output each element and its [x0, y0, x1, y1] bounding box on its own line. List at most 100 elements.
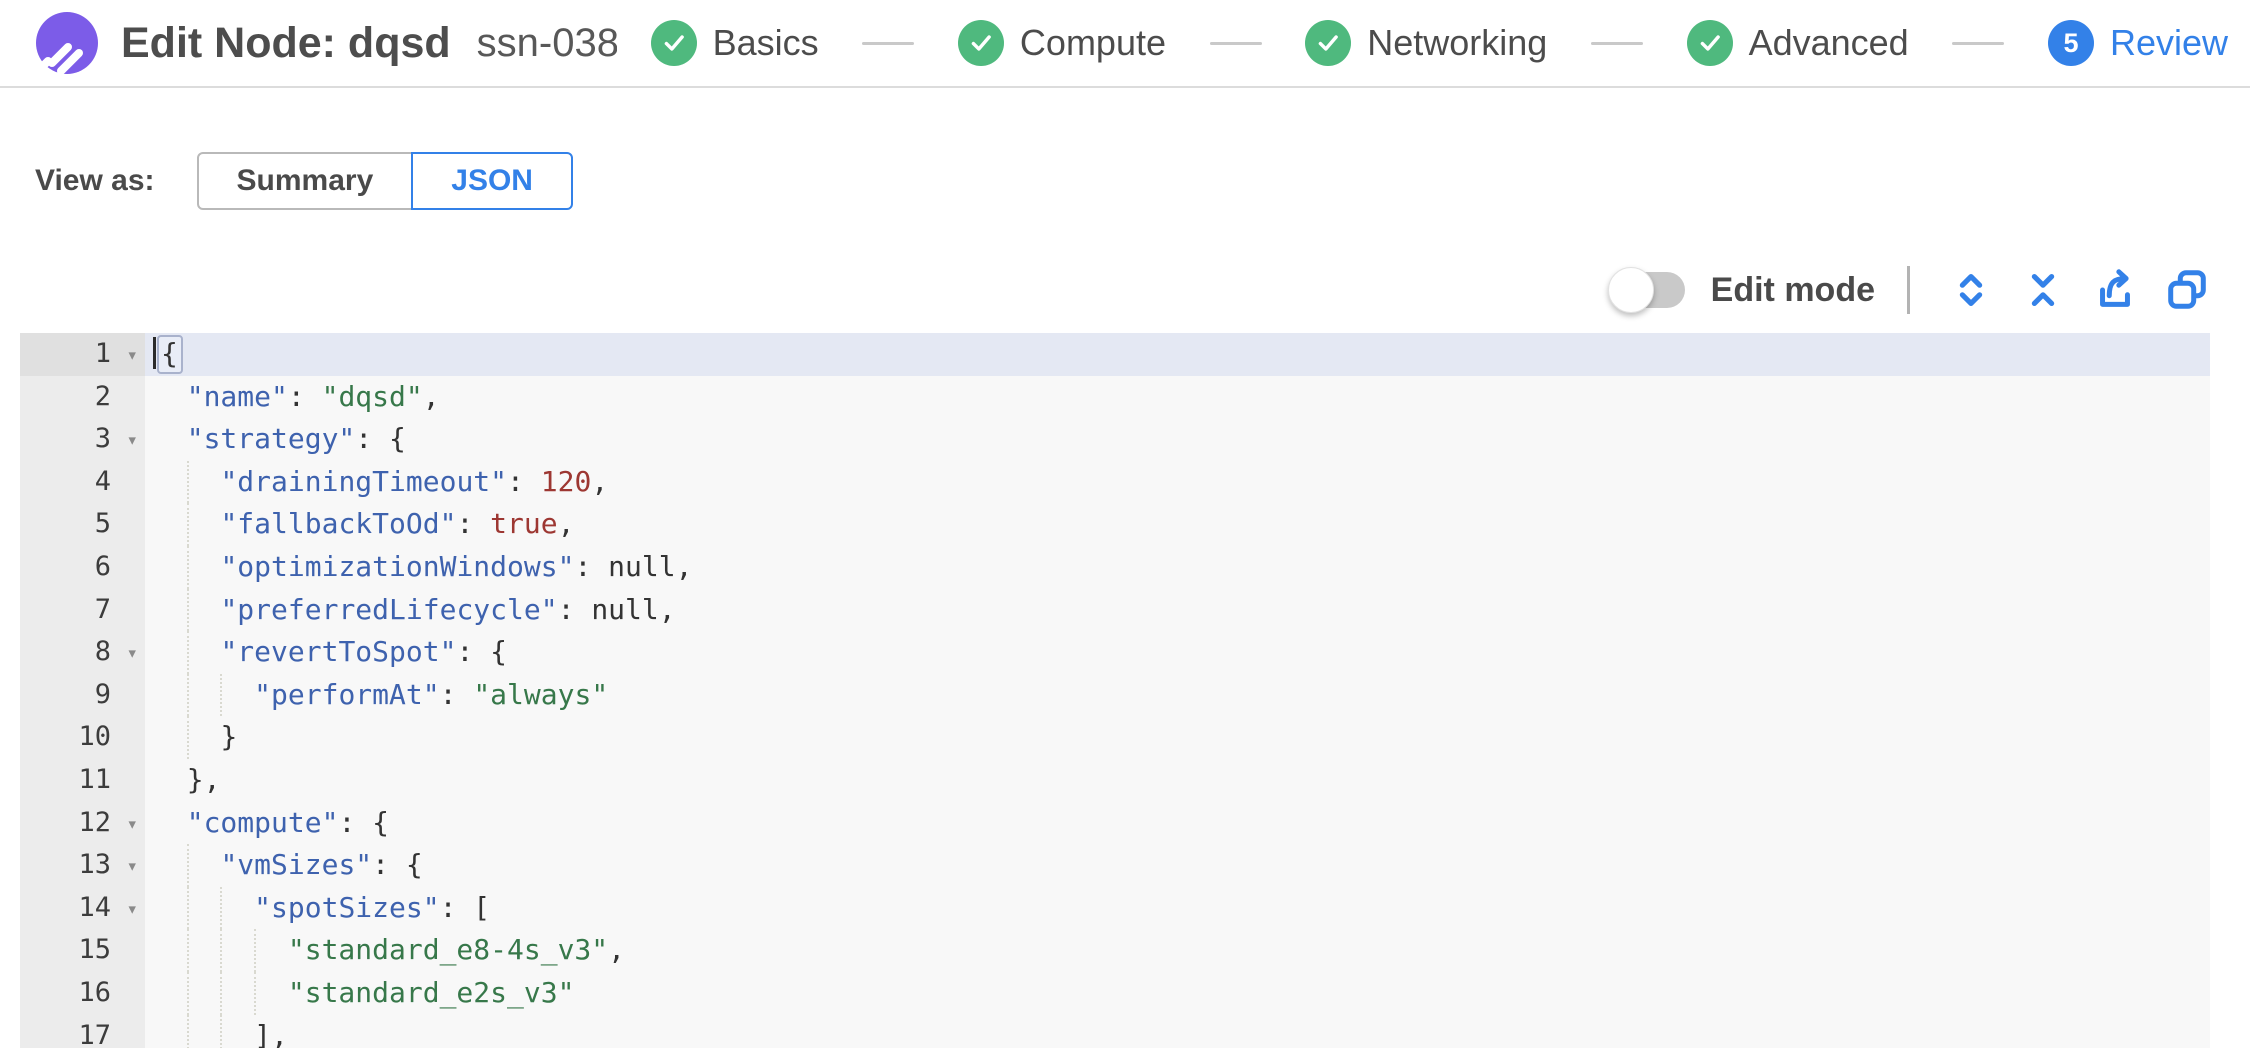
- line-number: 15: [20, 929, 145, 972]
- code-content[interactable]: "preferredLifecycle": null,: [145, 588, 2210, 632]
- code-line: 11 },: [20, 758, 2210, 802]
- code-content[interactable]: "standard_e2s_v3": [145, 971, 2210, 1015]
- line-number: 2: [20, 375, 145, 419]
- check-icon: [957, 20, 1004, 66]
- code-content[interactable]: "strategy": {: [186, 422, 406, 456]
- code-line: 6 "optimizationWindows": null,: [20, 545, 2210, 589]
- line-number: 4: [20, 460, 145, 504]
- line-number: 11: [20, 758, 145, 802]
- editor-toolbar: Edit mode: [1607, 262, 2210, 318]
- indent-guide: [186, 1014, 189, 1048]
- indent-guide: [220, 1014, 223, 1048]
- step-connector: [862, 41, 915, 45]
- code-content[interactable]: "vmSizes": {: [145, 844, 2210, 887]
- check-icon: [650, 20, 697, 66]
- indent-guide: [220, 929, 223, 972]
- code-line: 17 ],: [20, 1014, 2210, 1048]
- copy-icon[interactable]: [2164, 267, 2210, 313]
- step-label: Basics: [712, 22, 819, 63]
- export-icon[interactable]: [2092, 267, 2138, 313]
- indent-guide: [220, 673, 223, 717]
- fold-arrow-icon[interactable]: ▾: [126, 344, 138, 366]
- indent-guide: [186, 886, 189, 930]
- code-line: 10 }: [20, 716, 2210, 759]
- line-number: 7: [20, 588, 145, 632]
- indent-guide: [254, 971, 257, 1015]
- line-number: 17: [20, 1014, 145, 1048]
- code-content[interactable]: "revertToSpot": {: [145, 631, 2210, 674]
- text-cursor: [153, 337, 156, 369]
- indent-guide: [186, 503, 189, 546]
- view-as-label: View as:: [35, 164, 155, 197]
- line-number: 12▾: [20, 801, 145, 845]
- indent-guide: [254, 929, 257, 972]
- line-number: 8▾: [20, 631, 145, 674]
- step-basics[interactable]: Basics: [650, 20, 819, 66]
- fold-arrow-icon[interactable]: ▾: [126, 812, 138, 835]
- step-compute[interactable]: Compute: [957, 20, 1166, 66]
- fold-arrow-icon[interactable]: ▾: [126, 642, 138, 665]
- fold-arrow-icon[interactable]: ▾: [126, 429, 138, 452]
- line-number: 9: [20, 673, 145, 717]
- fold-arrow-icon[interactable]: ▾: [126, 897, 138, 920]
- line-number: 6: [20, 545, 145, 589]
- step-connector: [1952, 41, 2005, 45]
- code-content[interactable]: "drainingTimeout": 120,: [145, 460, 2210, 504]
- step-connector: [1209, 41, 1262, 45]
- line-number: 16: [20, 971, 145, 1015]
- json-editor[interactable]: 1▾{2 "name": "dqsd",3▾ "strategy": {4 "d…: [20, 333, 2210, 1048]
- summary-view-button[interactable]: Summary: [196, 152, 414, 210]
- line-number: 13▾: [20, 844, 145, 887]
- code-content[interactable]: "fallbackToOd": true,: [145, 503, 2210, 546]
- code-line: 7 "preferredLifecycle": null,: [20, 588, 2210, 632]
- indent-guide: [186, 588, 189, 632]
- edit-mode-toggle[interactable]: [1607, 267, 1685, 313]
- code-line: 3▾ "strategy": {: [20, 418, 2210, 461]
- indent-guide: [220, 971, 223, 1015]
- code-line: 1▾{: [20, 333, 2210, 376]
- code-line: 4 "drainingTimeout": 120,: [20, 460, 2210, 504]
- code-content[interactable]: {: [145, 333, 2210, 376]
- code-line: 12▾ "compute": {: [20, 801, 2210, 845]
- spot-logo-icon: [35, 11, 99, 75]
- step-label: Advanced: [1748, 22, 1909, 63]
- step-advanced[interactable]: Advanced: [1686, 20, 1909, 66]
- code-content[interactable]: "optimizationWindows": null,: [145, 545, 2210, 589]
- step-number-badge: 5: [2047, 20, 2094, 66]
- step-label: Review: [2109, 22, 2228, 63]
- code-content[interactable]: "name": "dqsd",: [186, 379, 440, 413]
- step-label: Networking: [1367, 22, 1548, 63]
- code-line: 2 "name": "dqsd",: [20, 375, 2210, 419]
- indent-guide: [186, 716, 189, 759]
- collapse-icon[interactable]: [2020, 267, 2066, 313]
- code-content[interactable]: ],: [145, 1014, 2210, 1048]
- code-line: 15 "standard_e8-4s_v3",: [20, 929, 2210, 972]
- code-content[interactable]: }: [145, 716, 2210, 759]
- wizard-stepper: Basics Compute Networking Advanced 5 Rev…: [650, 20, 2228, 66]
- json-view-button[interactable]: JSON: [411, 152, 573, 210]
- wizard-header: Edit Node: dqsd ssn-038 Basics Compute N…: [0, 0, 2250, 88]
- toggle-knob: [1607, 267, 1654, 313]
- code-content[interactable]: "standard_e8-4s_v3",: [145, 929, 2210, 972]
- toolbar-divider: [1907, 266, 1910, 314]
- step-networking[interactable]: Networking: [1305, 20, 1547, 66]
- indent-guide: [186, 631, 189, 674]
- line-number: 10: [20, 716, 145, 759]
- step-review[interactable]: 5 Review: [2047, 20, 2228, 66]
- indent-guide: [220, 886, 223, 930]
- step-connector: [1590, 41, 1643, 45]
- line-number: 5: [20, 503, 145, 546]
- fold-arrow-icon[interactable]: ▾: [126, 855, 138, 878]
- indent-guide: [186, 545, 189, 589]
- page-title: Edit Node: dqsd: [121, 18, 451, 67]
- edit-mode-label: Edit mode: [1710, 270, 1875, 309]
- code-content[interactable]: "spotSizes": [: [145, 886, 2210, 930]
- code-content[interactable]: "performAt": "always": [145, 673, 2210, 717]
- code-line: 14▾ "spotSizes": [: [20, 886, 2210, 930]
- indent-guide: [186, 673, 189, 717]
- check-icon: [1305, 20, 1352, 66]
- expand-icon[interactable]: [1948, 267, 1994, 313]
- code-content[interactable]: "compute": {: [186, 805, 390, 839]
- code-content[interactable]: },: [186, 762, 221, 796]
- indent-guide: [186, 460, 189, 504]
